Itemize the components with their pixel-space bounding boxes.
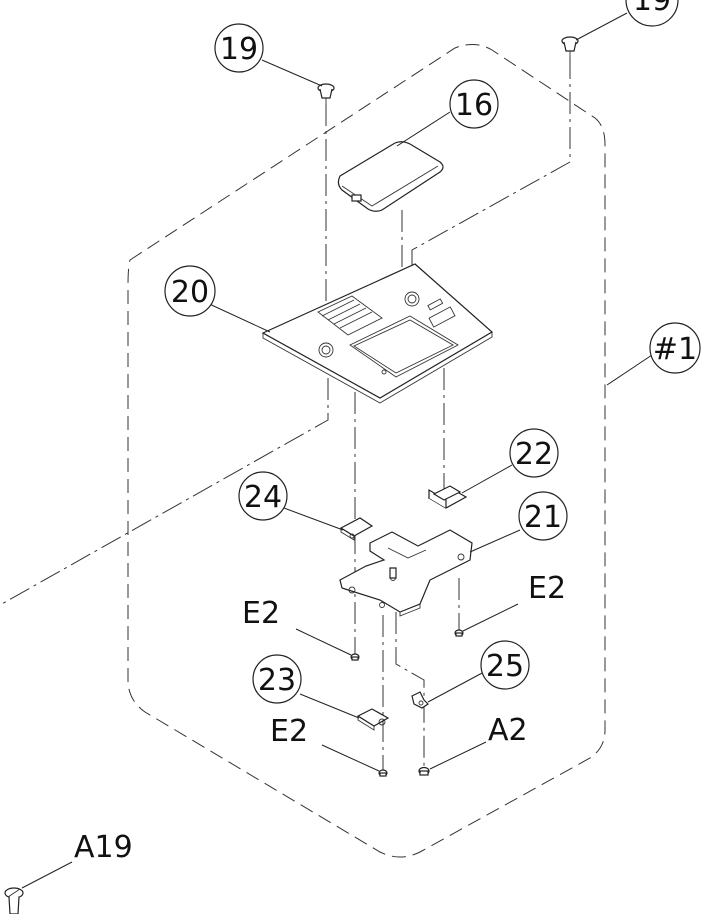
leader-22: [461, 464, 513, 494]
callout-1: #1: [649, 322, 701, 374]
svg-text:22: 22: [515, 437, 553, 472]
label-e2-left: E2: [242, 596, 280, 631]
svg-text:16: 16: [455, 88, 493, 123]
callout-19-right: 19: [625, 0, 679, 27]
screw-a19: [4, 887, 24, 914]
screw-e2-right: [454, 629, 464, 637]
leader-23: [299, 693, 360, 719]
callout-19-left: 19: [214, 23, 264, 73]
screw-19-left: [317, 83, 335, 104]
bobbin-cover-16: [337, 141, 444, 212]
leader-e2-right: [462, 603, 519, 632]
leader-25: [427, 671, 485, 703]
axis-a2: [395, 612, 425, 768]
svg-text:19: 19: [633, 0, 671, 18]
leader-19-left: [261, 59, 323, 87]
leader-1: [606, 354, 653, 386]
svg-text:25: 25: [486, 649, 524, 684]
label-e2-bottom: E2: [270, 714, 308, 749]
assembly-boundary: [127, 44, 606, 858]
svg-text:19: 19: [220, 32, 258, 67]
leader-a19: [21, 861, 73, 889]
mounting-plate-21: [339, 529, 473, 617]
leader-e2-left: [295, 628, 352, 656]
leader-a2: [429, 741, 487, 770]
leader-24: [283, 507, 344, 531]
callout-20: 20: [164, 265, 216, 317]
svg-text:#1: #1: [653, 332, 697, 367]
leader-16: [396, 111, 451, 147]
spring-25: [411, 691, 429, 709]
extension-line-lower-left: [0, 378, 329, 606]
label-a19: A19: [74, 830, 133, 865]
svg-text:23: 23: [258, 663, 296, 698]
screw-e2-bottom: [378, 769, 388, 777]
leader-20: [204, 301, 271, 333]
callout-24: 24: [238, 471, 288, 521]
callout-25: 25: [480, 640, 530, 690]
bracket-24: [339, 517, 374, 541]
leader-21: [469, 529, 521, 553]
screw-a2: [418, 766, 430, 776]
callout-16: 16: [449, 79, 499, 129]
label-a2: A2: [488, 713, 528, 748]
callout-21: 21: [518, 491, 568, 541]
leader-e2-bottom: [321, 744, 380, 772]
callout-22: 22: [509, 428, 559, 478]
label-e2-right: E2: [528, 571, 566, 606]
needle-plate-20: [261, 263, 494, 404]
screw-19-right: [561, 36, 579, 57]
svg-text:24: 24: [244, 480, 282, 515]
svg-text:20: 20: [171, 275, 209, 310]
clip-22: [427, 485, 468, 509]
callout-23: 23: [252, 654, 302, 704]
leader-19-right: [575, 12, 628, 41]
screw-e2-left: [350, 653, 360, 661]
svg-text:21: 21: [524, 500, 562, 535]
